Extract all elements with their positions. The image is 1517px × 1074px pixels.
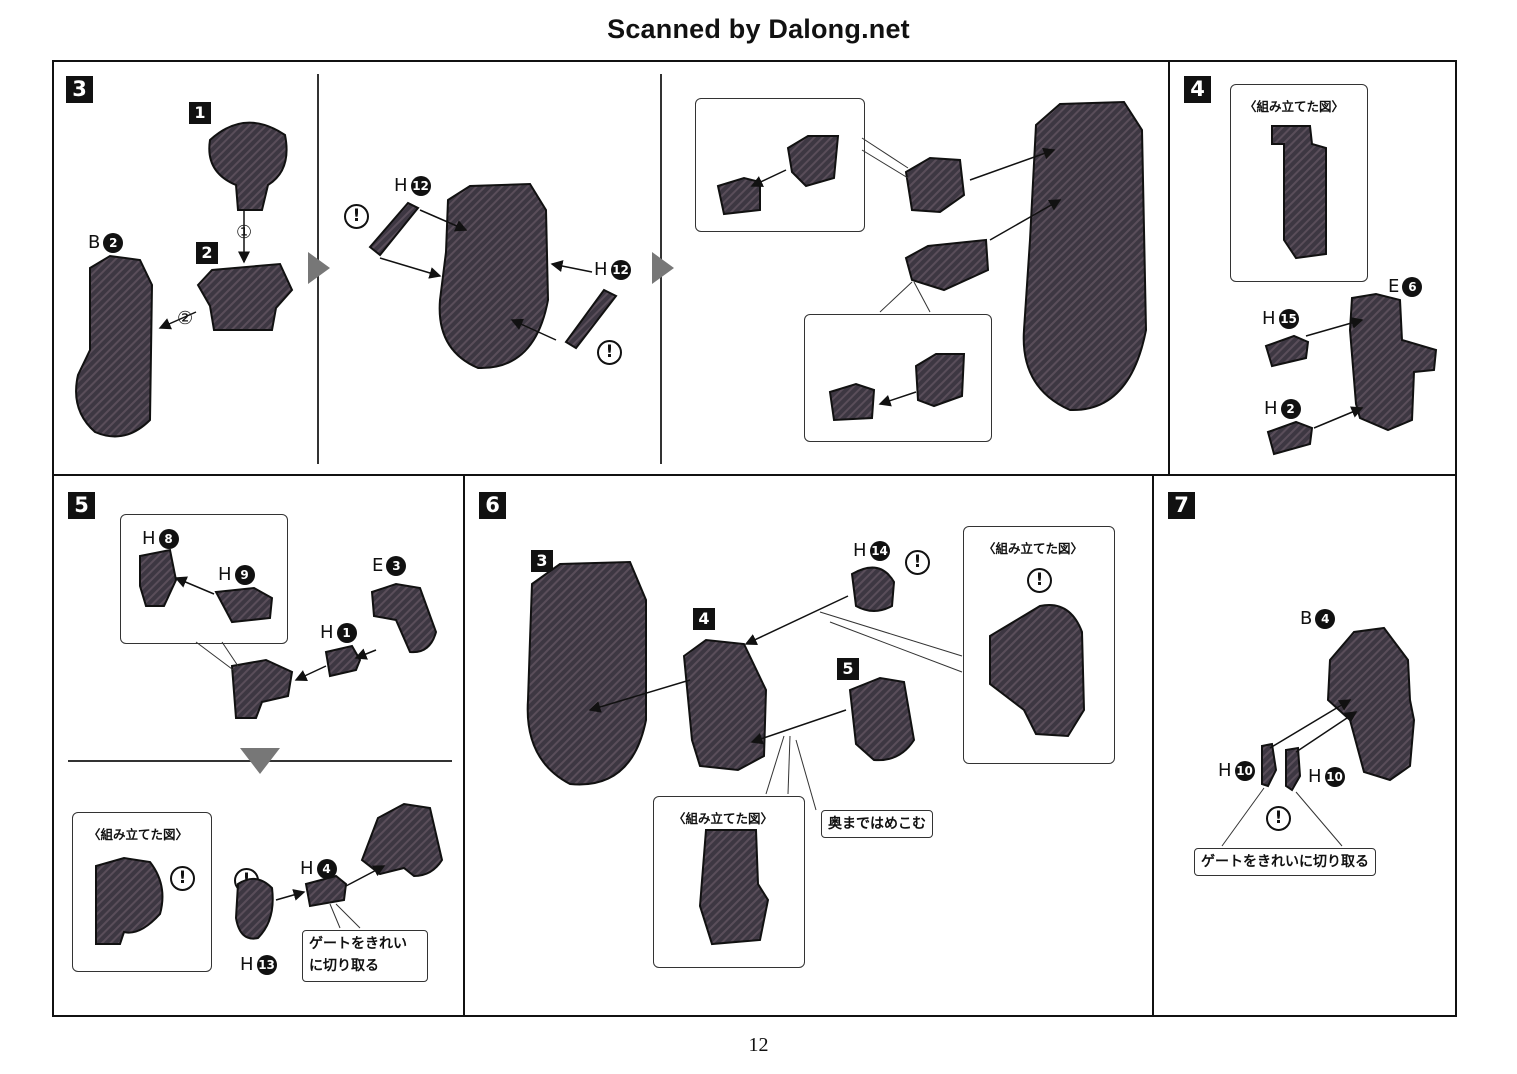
down-arrow — [240, 748, 280, 774]
assembled-view-title: 〈組み立てた図〉 — [1244, 99, 1345, 114]
assembled-view-box-right — [963, 526, 1115, 764]
gate-trim-note: ゲートをきれい に切り取る — [302, 930, 428, 982]
step-5-number: 5 — [68, 492, 95, 519]
assembled-view-title: 〈組み立てた図〉 — [88, 827, 189, 842]
warning-icon: ! — [905, 550, 930, 575]
assembled-view-title: 〈組み立てた図〉 — [673, 811, 774, 826]
order-2-label: ② — [177, 308, 194, 329]
sub-step-3: 3 — [531, 550, 553, 572]
step-3-panel: 3 1 2 ① ② B2 H12 H12 D7 D6 D8 D6 ! ! — [52, 60, 1170, 476]
step-3-number: 3 — [66, 76, 93, 103]
scan-watermark-header: Scanned by Dalong.net — [607, 14, 910, 44]
next-arrow-1 — [308, 252, 330, 284]
step-6-number: 6 — [479, 492, 506, 519]
warning-icon: ! — [1027, 568, 1052, 593]
sub-step-4: 4 — [693, 608, 715, 630]
page-number: 12 — [748, 1034, 769, 1056]
gate-trim-note: ゲートをきれいに切り取る — [1194, 848, 1376, 876]
push-in-note: 奥まではめこむ — [821, 810, 933, 838]
warning-icon: ! — [234, 868, 259, 893]
assembled-view-title: 〈組み立てた図〉 — [983, 541, 1084, 556]
step-7-number: 7 — [1168, 492, 1195, 519]
step-4-number: 4 — [1184, 76, 1211, 103]
warning-icon: ! — [1266, 806, 1291, 831]
detail-callout-d6-d8 — [804, 314, 992, 442]
warning-icon: ! — [344, 204, 369, 229]
warning-icon: ! — [170, 866, 195, 891]
next-arrow-2 — [652, 252, 674, 284]
sub-step-5: 5 — [837, 658, 859, 680]
sub-step-2: 2 — [196, 242, 218, 264]
detail-callout-d6-d7 — [695, 98, 865, 232]
order-1-label: ① — [236, 222, 253, 243]
sub-step-1: 1 — [189, 102, 211, 124]
warning-icon: ! — [597, 340, 622, 365]
